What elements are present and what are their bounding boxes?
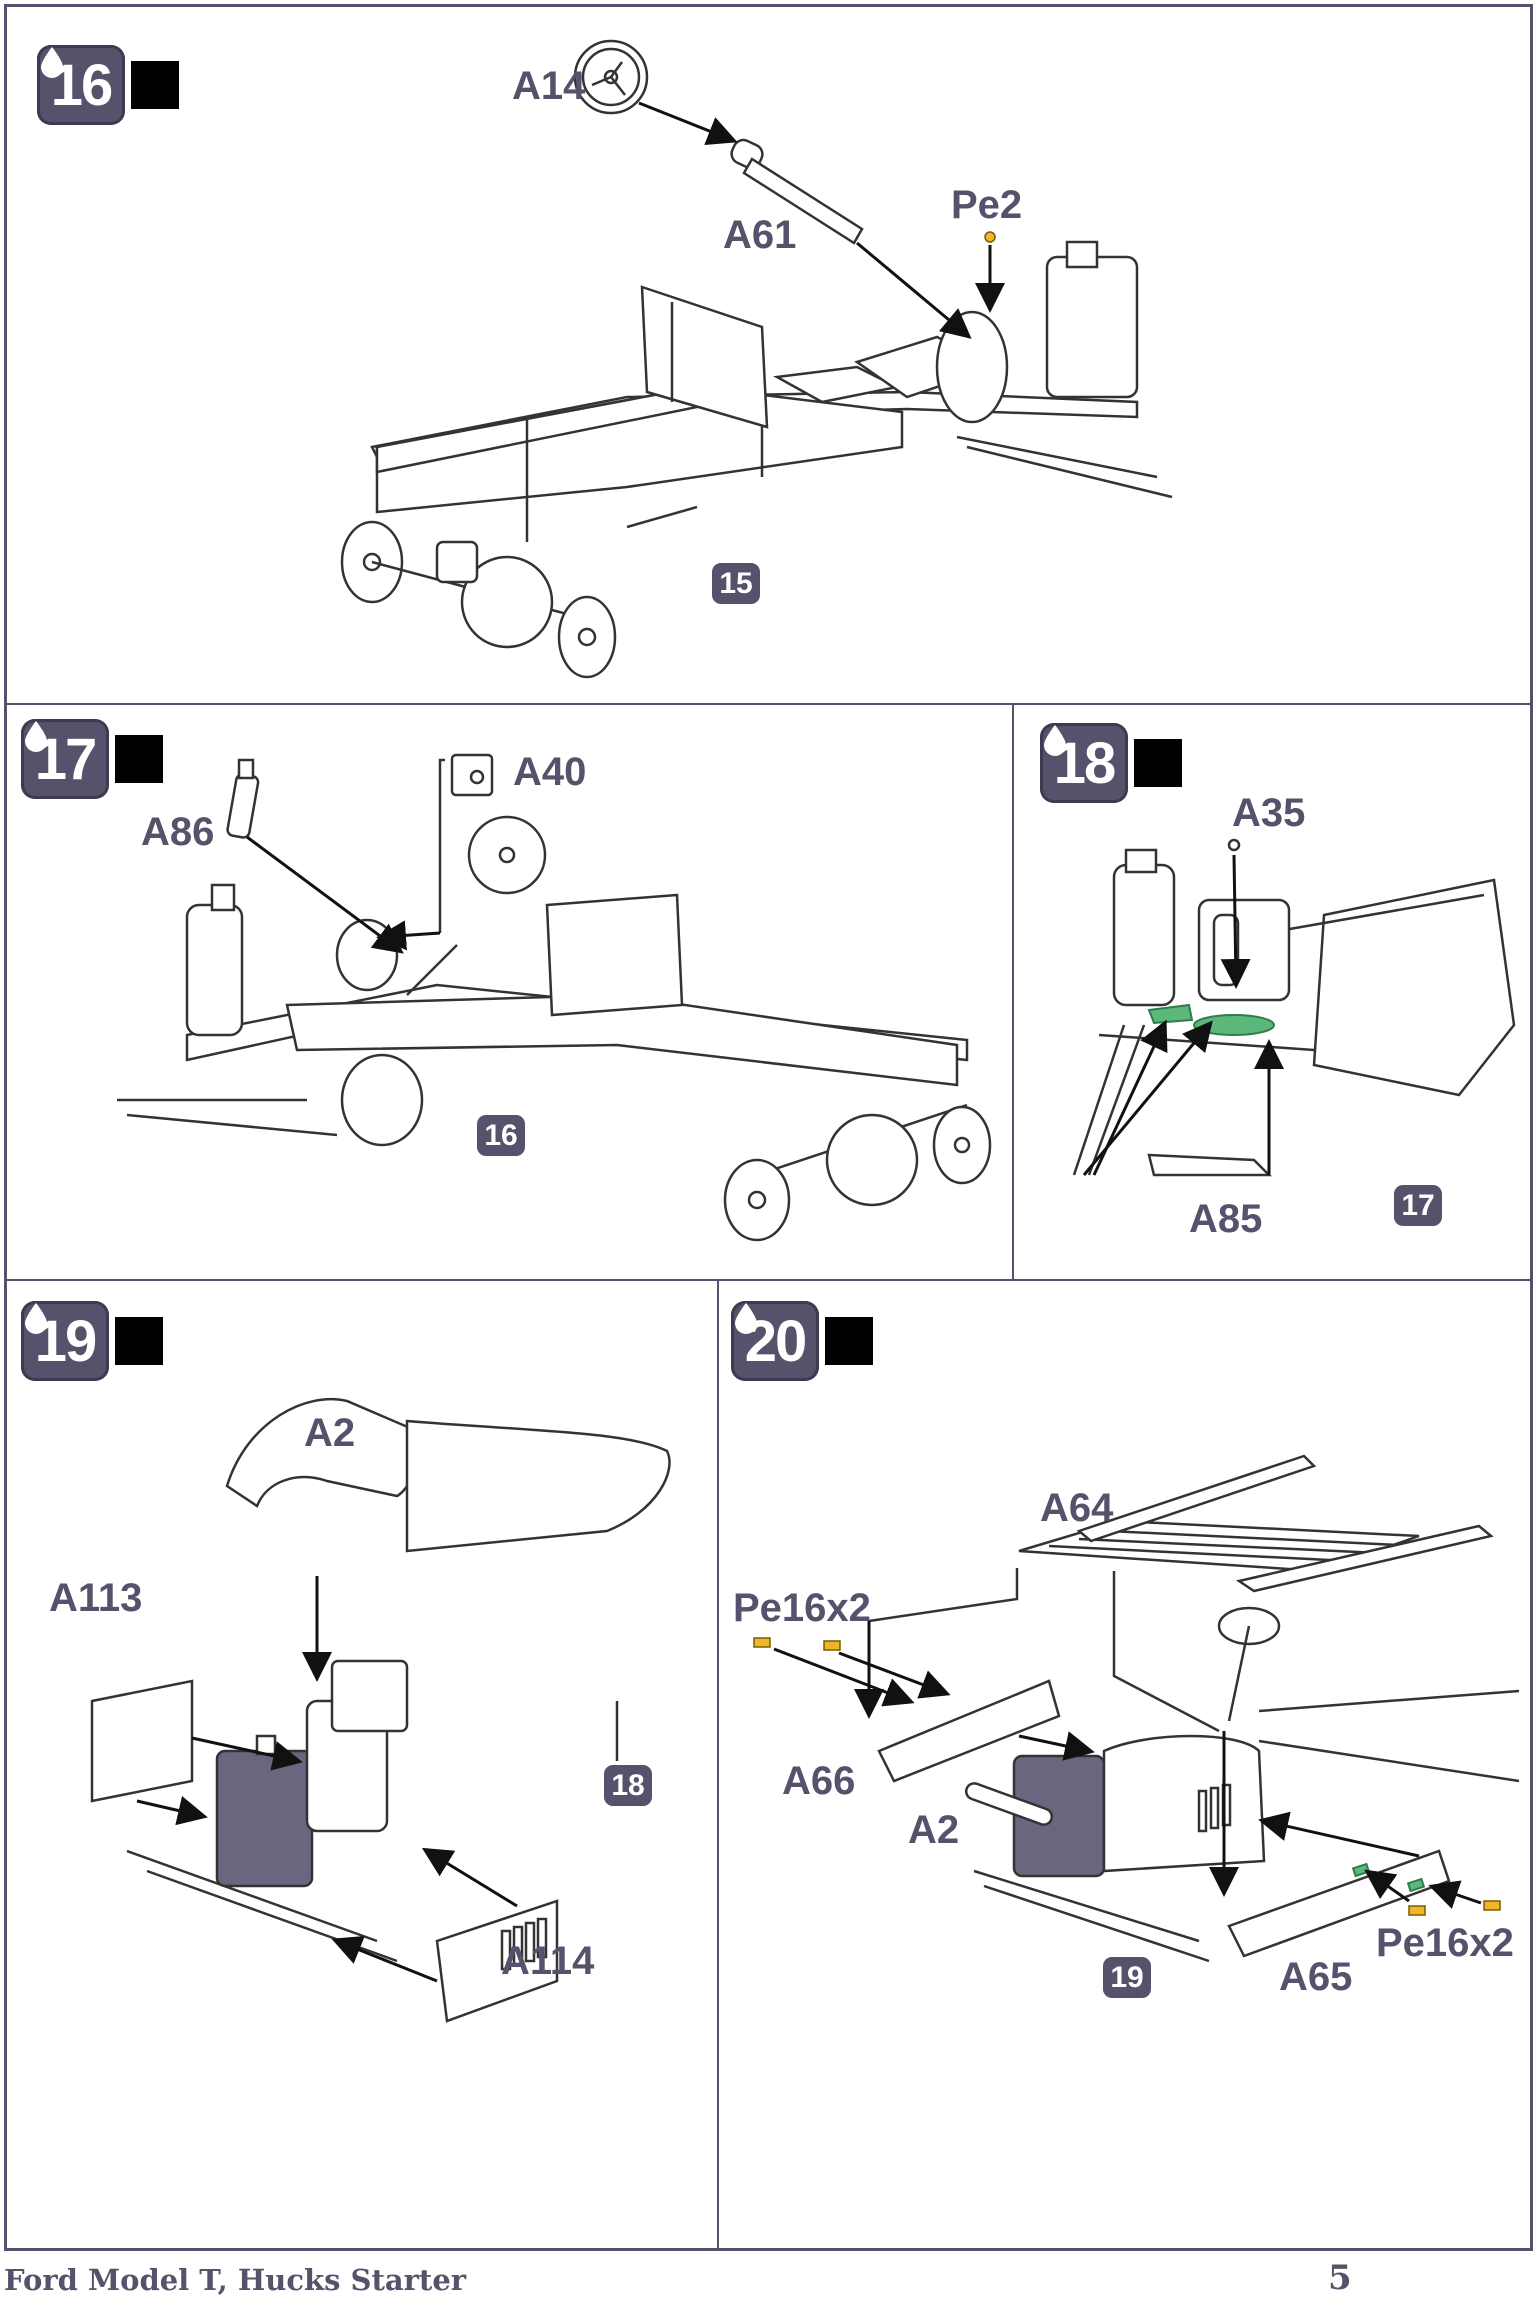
part-label-a35: A35 bbox=[1232, 791, 1306, 835]
step-18-panel: 18 A35 A85 17 bbox=[1014, 705, 1530, 1279]
step-18-illustration bbox=[1072, 838, 1516, 1177]
glue-drop-icon bbox=[25, 721, 163, 783]
step-16-number: 16 bbox=[37, 45, 125, 125]
step-19-illustration bbox=[90, 1397, 671, 2023]
part-label-a114: A114 bbox=[501, 1939, 595, 1983]
step-20-panel: 20 bbox=[719, 1281, 1530, 2251]
step-17-header: 17 bbox=[21, 719, 163, 799]
part-label-a61: A61 bbox=[723, 213, 797, 257]
step-16-illustration bbox=[340, 39, 1173, 679]
glue-drop-icon bbox=[25, 1303, 163, 1365]
glue-drop-icon bbox=[735, 1303, 873, 1365]
step-ref-badge: 15 bbox=[712, 563, 760, 604]
step-20-illustration bbox=[753, 1454, 1520, 1963]
divider-row-2 bbox=[4, 1279, 1533, 1281]
step-ref-badge: 18 bbox=[604, 1765, 652, 1806]
part-label-a2: A2 bbox=[304, 1411, 356, 1455]
part-label-pe16x2-right: Pe16x2 bbox=[1376, 1921, 1514, 1965]
step-19-panel: 19 A2 A113 A114 bbox=[7, 1281, 717, 2251]
footer-title: Ford Model T, Hucks Starter bbox=[4, 2263, 467, 2297]
part-label-a14: A14 bbox=[512, 64, 586, 108]
step-19-header: 19 bbox=[21, 1301, 163, 1381]
part-label-a65: A65 bbox=[1279, 1955, 1353, 1999]
part-label-pe2: Pe2 bbox=[951, 183, 1023, 227]
divider-col-2 bbox=[717, 1279, 719, 2251]
divider-col-1 bbox=[1012, 703, 1014, 1280]
part-label-a64: A64 bbox=[1040, 1486, 1114, 1530]
step-17-illustration bbox=[117, 753, 992, 1242]
part-label-a66: A66 bbox=[782, 1759, 856, 1803]
step-16-header: 16 bbox=[37, 45, 179, 125]
step-16-panel: 16 bbox=[7, 7, 1530, 703]
glue-drop-icon bbox=[41, 47, 179, 109]
part-label-a86: A86 bbox=[141, 810, 215, 854]
step-ref-badge: 16 bbox=[477, 1115, 525, 1156]
divider-row-1 bbox=[4, 703, 1533, 705]
step-ref-badge: 19 bbox=[1103, 1957, 1151, 1998]
step-17-panel: 17 A40 A86 16 bbox=[7, 705, 1012, 1279]
step-ref-badge: 17 bbox=[1394, 1185, 1442, 1226]
step-20-header: 20 bbox=[731, 1301, 873, 1381]
page-frame bbox=[4, 4, 1533, 2251]
step-18-header: 18 bbox=[1040, 723, 1182, 803]
page-number: 5 bbox=[1328, 2258, 1352, 2298]
step-20-number: 20 bbox=[731, 1301, 819, 1381]
part-label-pe16x2-left: Pe16x2 bbox=[733, 1586, 871, 1630]
glue-drop-icon bbox=[1044, 725, 1182, 787]
part-label-a85: A85 bbox=[1189, 1197, 1263, 1241]
part-label-a113: A113 bbox=[49, 1576, 143, 1620]
part-label-a2: A2 bbox=[908, 1808, 960, 1852]
part-label-a40: A40 bbox=[513, 750, 587, 794]
